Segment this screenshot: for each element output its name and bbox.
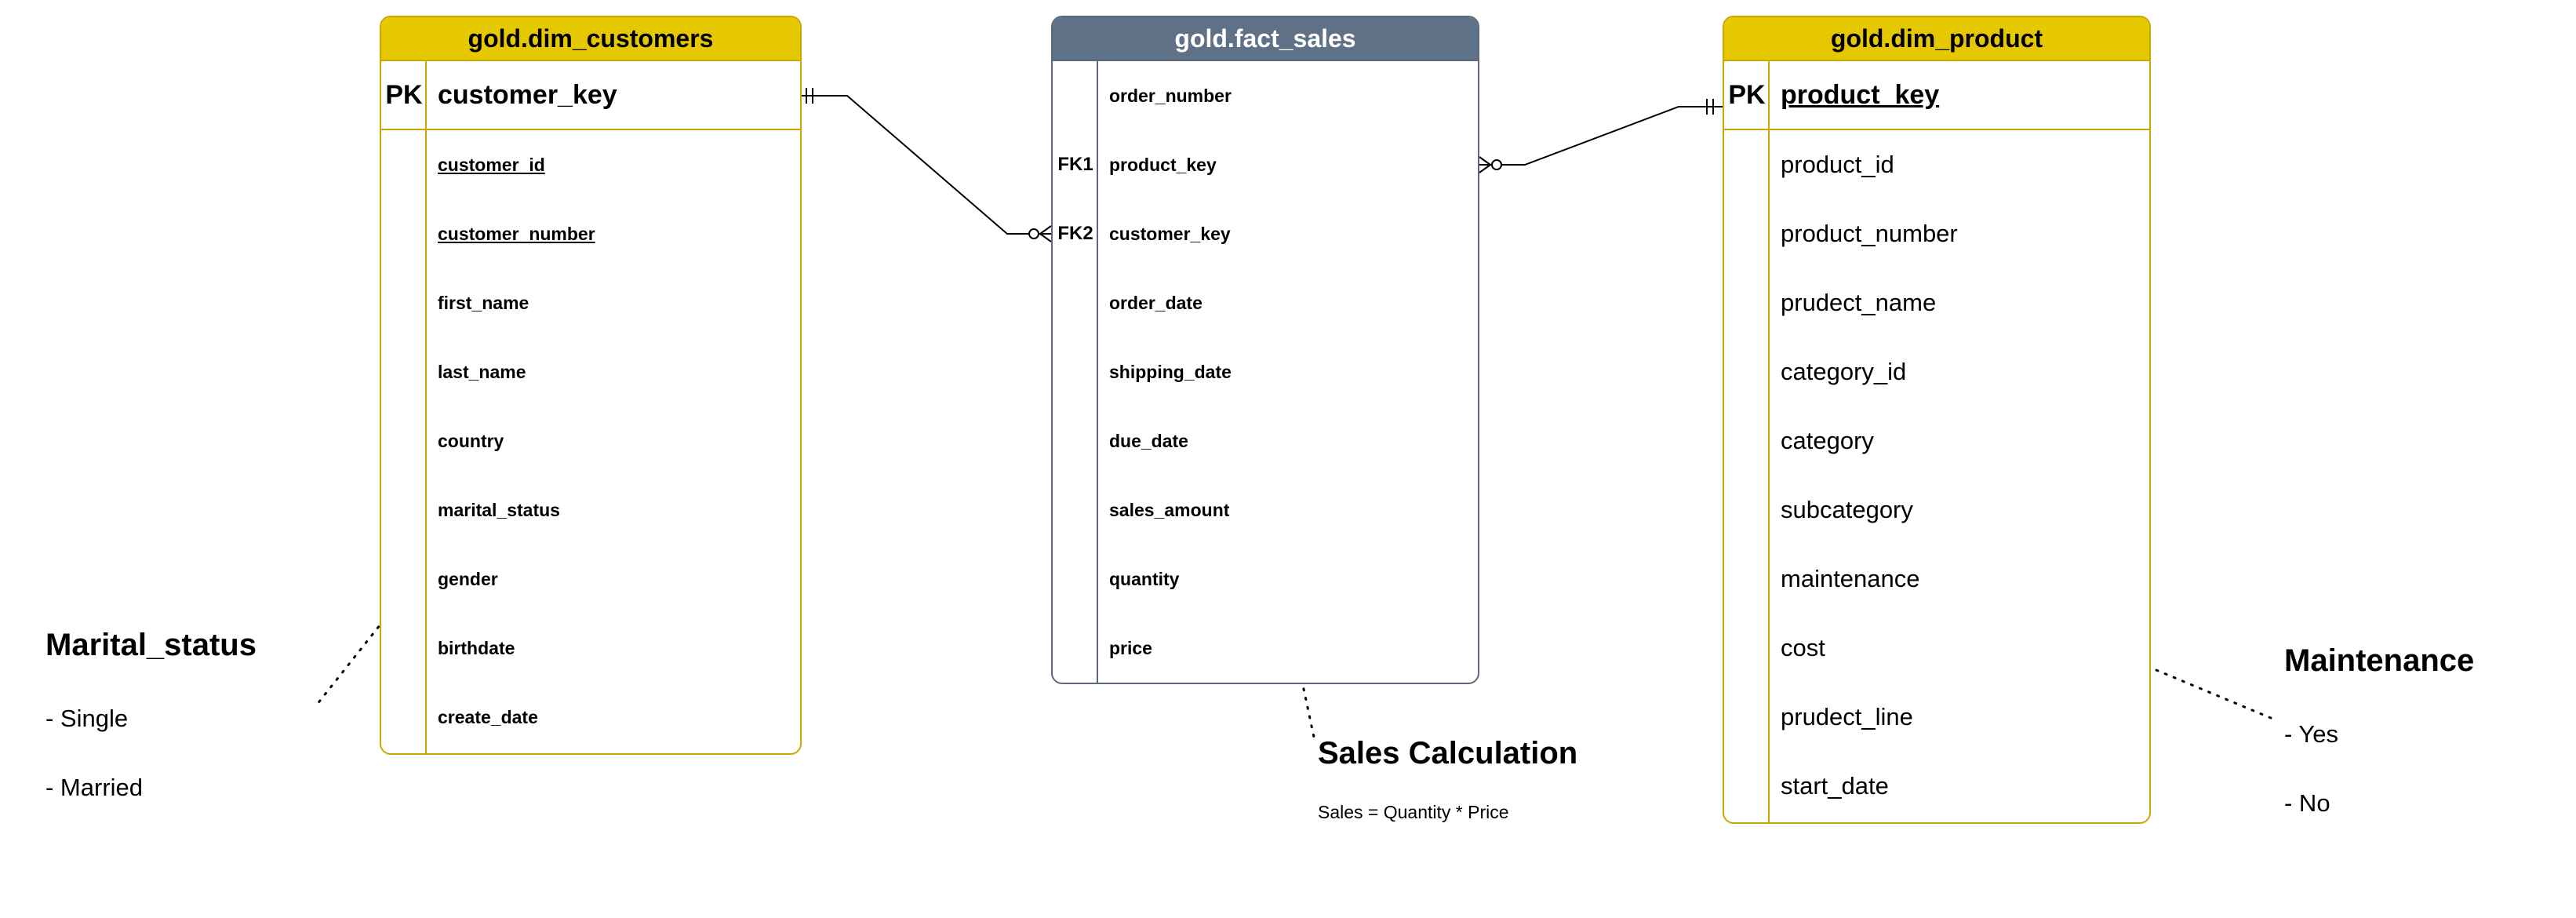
note-marital-title: Marital_status xyxy=(45,628,257,662)
field-row[interactable]: shipping_date xyxy=(1053,337,1478,406)
field-name: cost xyxy=(1781,634,1825,661)
field-row[interactable]: FK1 product_key xyxy=(1053,130,1478,199)
crowfoot-marker xyxy=(1039,225,1052,235)
note-maintenance-item: - Yes xyxy=(2284,720,2338,748)
key-column-divider xyxy=(381,130,427,753)
field-name: customer_id xyxy=(438,154,545,175)
primary-key-row[interactable]: PK product_key xyxy=(1724,61,2149,130)
crowfoot-marker xyxy=(1479,156,1491,166)
note-sales-formula: Sales = Quantity * Price xyxy=(1318,802,1509,822)
field-name: start_date xyxy=(1781,772,1889,800)
table-title: gold.fact_sales xyxy=(1053,17,1478,61)
field-name: gender xyxy=(438,568,498,589)
field-name: category xyxy=(1781,427,1874,454)
primary-key-row[interactable]: PK customer_key xyxy=(381,61,800,130)
field-name: order_number xyxy=(1109,85,1232,106)
field-name: subcategory xyxy=(1781,496,1913,523)
relation-product-to-sales xyxy=(1479,106,1723,166)
field-row[interactable]: product_id xyxy=(1724,130,2149,199)
field-row[interactable]: quantity xyxy=(1053,545,1478,614)
crowfoot-marker xyxy=(1479,164,1491,173)
field-row[interactable]: birthdate xyxy=(381,614,800,683)
field-name: first_name xyxy=(438,292,529,313)
field-row[interactable]: order_date xyxy=(1053,268,1478,337)
field-name: sales_amount xyxy=(1109,499,1230,520)
pk-label: PK xyxy=(1728,79,1766,110)
field-row[interactable]: category_id xyxy=(1724,337,2149,406)
relation-customer-to-sales xyxy=(802,95,1051,235)
field-row[interactable]: start_date xyxy=(1724,752,2149,821)
field-row[interactable]: maintenance xyxy=(1724,545,2149,614)
zero-marker xyxy=(1028,228,1039,239)
field-row[interactable]: prudect_line xyxy=(1724,683,2149,752)
field-row[interactable]: first_name xyxy=(381,268,800,337)
field-name: due_date xyxy=(1109,430,1188,451)
table-fact-sales[interactable]: gold.fact_sales order_number FK1 product… xyxy=(1051,16,1479,684)
key-column-divider xyxy=(1724,61,1770,130)
field-row[interactable]: sales_amount xyxy=(1053,475,1478,545)
note-line-sales xyxy=(1271,540,1316,742)
field-row[interactable]: last_name xyxy=(381,337,800,406)
field-name: shipping_date xyxy=(1109,361,1232,382)
note-maintenance-item: - No xyxy=(2284,789,2330,817)
crowfoot-marker xyxy=(1039,233,1052,242)
field-name: prudect_name xyxy=(1781,289,1937,316)
fk-label: FK1 xyxy=(1057,154,1093,175)
field-name: customer_number xyxy=(438,223,595,244)
field-name: price xyxy=(1109,637,1152,658)
field-name: quantity xyxy=(1109,568,1180,589)
field-name: last_name xyxy=(438,361,526,382)
field-row[interactable]: marital_status xyxy=(381,475,800,545)
field-row[interactable]: category xyxy=(1724,406,2149,475)
note-maintenance-title: Maintenance xyxy=(2284,643,2475,678)
field-row[interactable]: order_number xyxy=(1053,61,1478,130)
key-column-divider xyxy=(1724,130,1770,822)
field-row[interactable]: prudect_name xyxy=(1724,268,2149,337)
key-column-divider xyxy=(1053,61,1098,683)
table-title: gold.dim_customers xyxy=(381,17,800,61)
field-row[interactable]: country xyxy=(381,406,800,475)
note-marital-item: - Married xyxy=(45,774,144,801)
field-name: birthdate xyxy=(438,637,515,658)
field-row[interactable]: gender xyxy=(381,545,800,614)
field-row[interactable]: product_number xyxy=(1724,199,2149,268)
field-name: prudect_line xyxy=(1781,703,1913,730)
note-marital-item: - Single xyxy=(45,705,129,732)
zero-marker xyxy=(1491,159,1502,170)
field-row[interactable]: customer_id xyxy=(381,130,800,199)
table-dim-product[interactable]: gold.dim_product PK product_key product_… xyxy=(1723,16,2151,824)
field-name: category_id xyxy=(1781,358,1907,385)
fk-label: FK2 xyxy=(1057,223,1093,244)
key-column-divider xyxy=(381,61,427,130)
field-row[interactable]: create_date xyxy=(381,683,800,752)
field-row[interactable]: due_date xyxy=(1053,406,1478,475)
field-name: marital_status xyxy=(438,499,560,520)
pk-field-name: customer_key xyxy=(438,79,617,110)
field-name: product_id xyxy=(1781,151,1894,178)
field-name: maintenance xyxy=(1781,565,1920,592)
table-dim-customers[interactable]: gold.dim_customers PK customer_key custo… xyxy=(380,16,802,755)
field-row[interactable]: subcategory xyxy=(1724,475,2149,545)
field-name: country xyxy=(438,430,504,451)
note-sales-title: Sales Calculation xyxy=(1318,736,1578,770)
field-row[interactable]: FK2 customer_key xyxy=(1053,199,1478,268)
field-row[interactable]: cost xyxy=(1724,614,2149,683)
field-name: customer_key xyxy=(1109,223,1231,244)
table-title: gold.dim_product xyxy=(1724,17,2149,61)
pk-field-name: product_key xyxy=(1781,79,1940,110)
field-name: product_key xyxy=(1109,154,1217,175)
field-name: product_number xyxy=(1781,220,1958,247)
field-name: create_date xyxy=(438,706,538,727)
field-row[interactable]: price xyxy=(1053,614,1478,683)
field-name: order_date xyxy=(1109,292,1202,313)
pk-label: PK xyxy=(385,79,423,110)
field-row[interactable]: customer_number xyxy=(381,199,800,268)
